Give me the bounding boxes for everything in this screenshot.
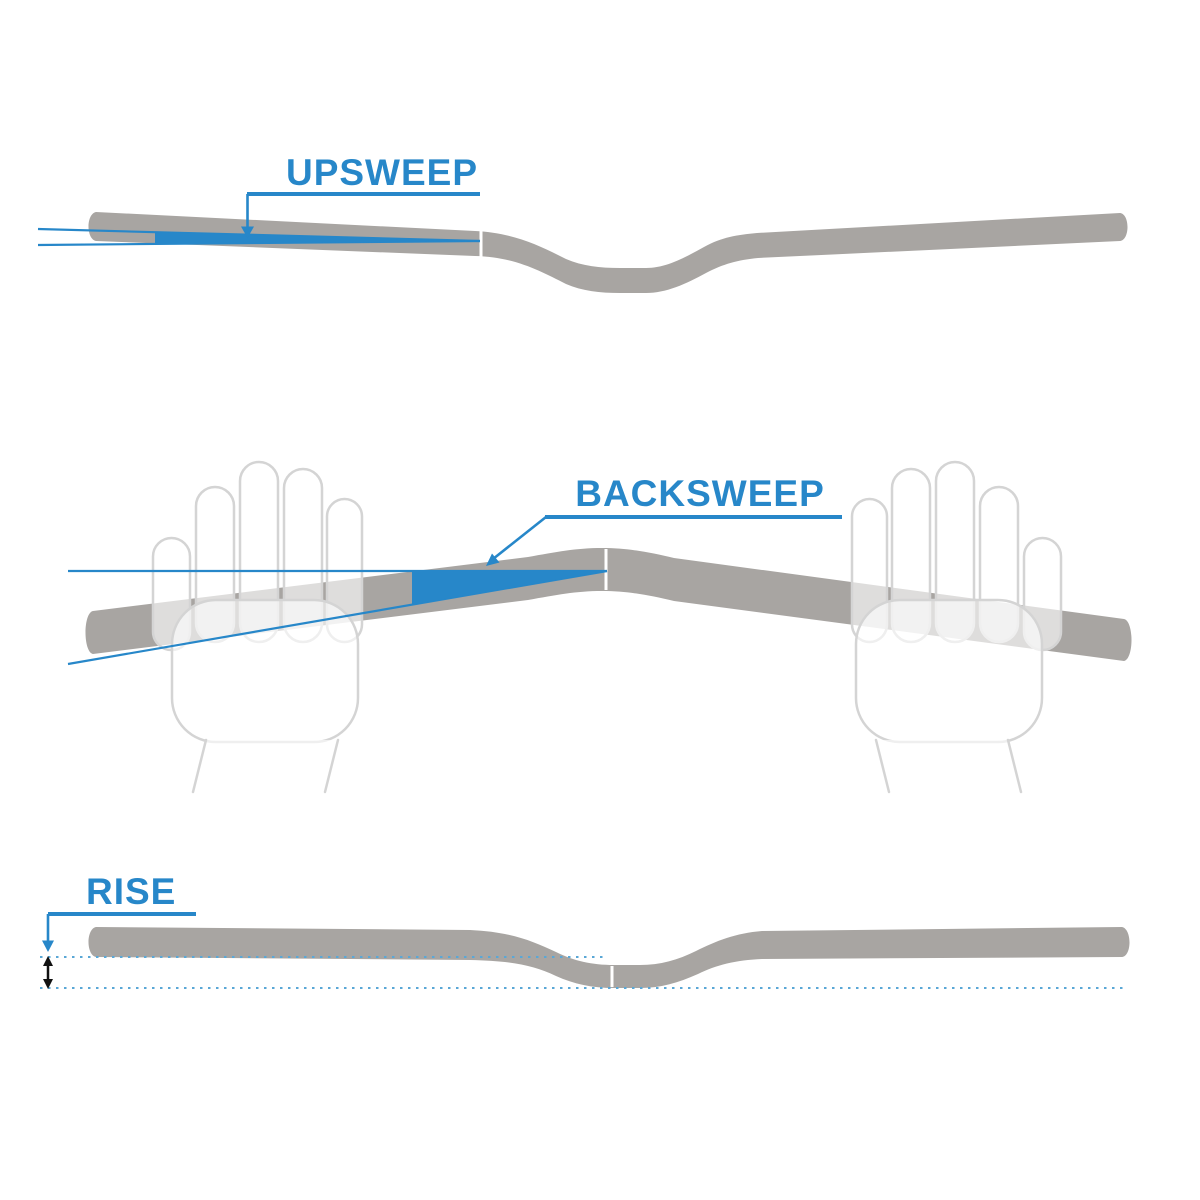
rise-arrowhead-icon <box>42 940 54 952</box>
handlebar-front-view <box>88 927 1130 988</box>
wrist-fill <box>193 740 338 793</box>
upsweep-arrowhead-icon <box>241 226 254 238</box>
rise-measure-arrowhead-up-icon <box>43 956 53 966</box>
palm-outline <box>170 598 360 744</box>
backsweep-arrowhead-icon <box>486 553 500 566</box>
wrist-line <box>323 738 340 794</box>
rise-label: RISE <box>86 871 176 912</box>
upsweep-angle-wedge <box>155 232 480 245</box>
upsweep-section: UPSWEEP <box>37 152 1128 293</box>
wrist-line <box>191 738 208 794</box>
backsweep-section: BACKSWEEP <box>67 460 1132 795</box>
rise-section: RISE <box>40 871 1130 989</box>
handlebar-side-view <box>88 212 1128 293</box>
left-hand-outline <box>151 460 364 794</box>
backsweep-leader-line <box>492 515 547 561</box>
rise-measure-arrowhead-down-icon <box>43 979 53 989</box>
upsweep-reference-line-top <box>37 227 481 243</box>
backsweep-angle-wedge <box>412 571 607 605</box>
backsweep-reference-line-diagonal <box>67 569 608 666</box>
upsweep-label: UPSWEEP <box>286 152 478 193</box>
backsweep-label: BACKSWEEP <box>575 473 825 514</box>
right-hand-outline <box>850 460 1063 795</box>
